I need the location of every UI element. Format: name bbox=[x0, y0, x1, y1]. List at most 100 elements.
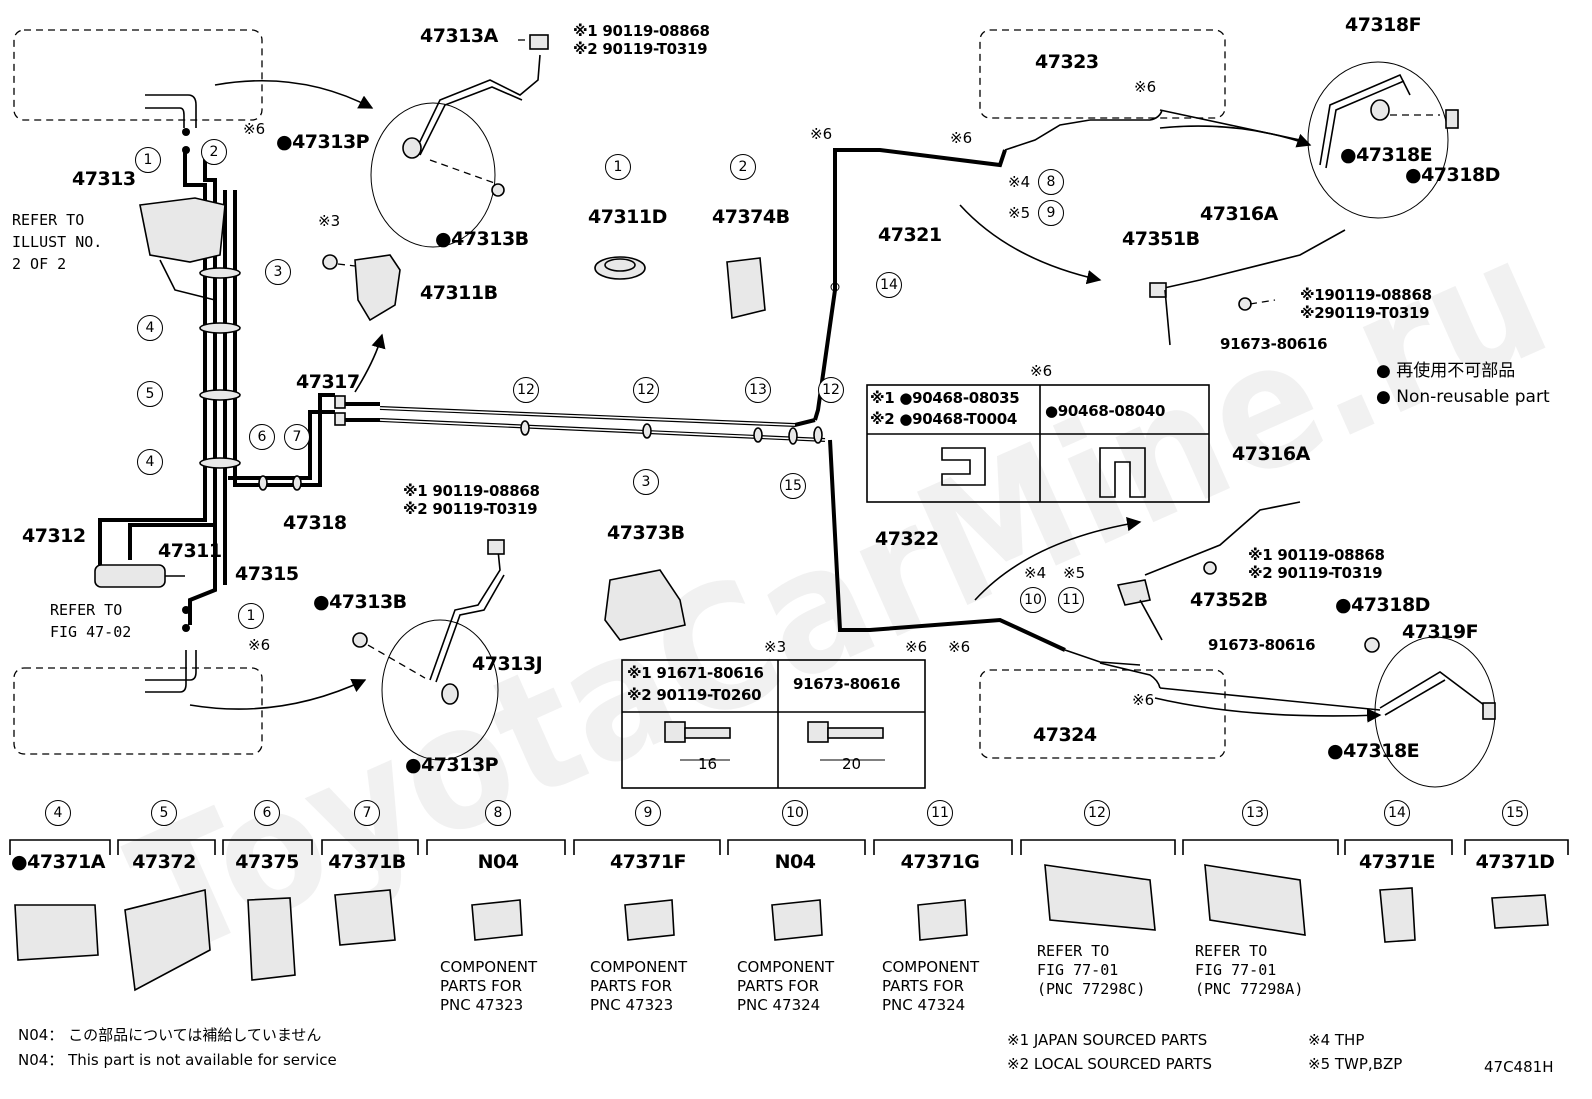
wheel-area-bottom-left bbox=[13, 667, 263, 755]
bottom-callout: 10 bbox=[782, 800, 808, 826]
bottom-part-label: 47371F bbox=[609, 851, 687, 873]
part-label: 47316A bbox=[1232, 443, 1310, 465]
bottom-note-line: PNC 47324 bbox=[737, 996, 821, 1014]
callout: 10 bbox=[1020, 587, 1046, 613]
bottom-callout: 8 bbox=[485, 800, 511, 826]
bottom-row-frame bbox=[9, 839, 1569, 855]
callout: 4 bbox=[137, 449, 163, 475]
part-label: ●47313B bbox=[435, 228, 529, 250]
abs-sensor-wire-top bbox=[1154, 229, 1346, 291]
part-label: 47322 bbox=[875, 528, 939, 550]
bottom-part-label: N04 bbox=[774, 851, 816, 873]
bottom-note-line: PARTS FOR bbox=[737, 977, 819, 995]
part-label: 47318 bbox=[283, 512, 347, 534]
callout: 12 bbox=[513, 377, 539, 403]
bottom-note-line: COMPONENT bbox=[737, 958, 835, 976]
table3-title: ※3 bbox=[764, 638, 787, 656]
bottom-note-line: COMPONENT bbox=[882, 958, 980, 976]
code-label: ※1 90119-08868 bbox=[1248, 546, 1385, 564]
callout: 1 bbox=[135, 147, 161, 173]
callout: 4 bbox=[137, 315, 163, 341]
callout: 12 bbox=[818, 377, 844, 403]
callout: 15 bbox=[780, 473, 806, 499]
bottom-note-line: (PNC 77298A) bbox=[1195, 980, 1304, 998]
table6-cell: ※1 ●90468-08035 bbox=[870, 389, 1020, 407]
clamp-47374b bbox=[726, 257, 766, 319]
bottom-callout: 14 bbox=[1384, 800, 1410, 826]
callout: 11 bbox=[1058, 587, 1084, 613]
bottom-part-label: 47371D bbox=[1475, 851, 1555, 873]
mark-4: ※4 bbox=[1008, 173, 1031, 191]
table6-title: ※6 bbox=[1030, 362, 1053, 380]
table6-cell: ●90468-08040 bbox=[1045, 402, 1166, 420]
code-label: ※2 90119-T0319 bbox=[573, 40, 708, 58]
table3-cell: ※1 91671-80616 bbox=[627, 664, 764, 682]
callout: 2 bbox=[730, 154, 756, 180]
callout: 5 bbox=[137, 381, 163, 407]
bottom-part-label: 47372 bbox=[132, 851, 196, 873]
bottom-note-line: PARTS FOR bbox=[440, 977, 522, 995]
bottom-note-line: COMPONENT bbox=[440, 958, 538, 976]
part-label: 91673-80616 bbox=[1220, 335, 1328, 353]
table3-dim: 16 bbox=[698, 755, 718, 773]
arrow-to-rear-left bbox=[189, 678, 367, 710]
mark-6: ※6 bbox=[948, 638, 971, 656]
refer-fig-line2: FIG 47-02 bbox=[50, 623, 132, 641]
figure-id: 47C481H bbox=[1484, 1058, 1554, 1076]
front-right-caliper-circle bbox=[1307, 61, 1449, 219]
wheel-area-top-left bbox=[13, 29, 263, 121]
code-label: ※190119-08868 bbox=[1300, 286, 1432, 304]
callout: 13 bbox=[745, 377, 771, 403]
bottom-callout: 7 bbox=[354, 800, 380, 826]
mark-6: ※6 bbox=[248, 636, 271, 654]
part-label: 47311D bbox=[588, 206, 667, 228]
bottom-callout: 9 bbox=[635, 800, 661, 826]
legend-non-reusable-jp: ● 再使用不可部品 bbox=[1376, 361, 1516, 381]
part-label: 47352B bbox=[1190, 589, 1268, 611]
bottom-note-line: PARTS FOR bbox=[590, 977, 672, 995]
bottom-callout: 15 bbox=[1502, 800, 1528, 826]
bottom-callout: 5 bbox=[151, 800, 177, 826]
part-label: ●47318E bbox=[1340, 144, 1433, 166]
part-label: 47318F bbox=[1345, 14, 1422, 36]
footnote-n04-en: N04： This part is not available for serv… bbox=[18, 1051, 337, 1069]
callout: 8 bbox=[1038, 169, 1064, 195]
bottom-note-line: PARTS FOR bbox=[882, 977, 964, 995]
bottom-note-line: FIG 77-01 bbox=[1037, 961, 1119, 979]
bottom-callout: 13 bbox=[1242, 800, 1268, 826]
part-label: 47319F bbox=[1402, 621, 1479, 643]
code-label: ※2 90119-T0319 bbox=[403, 500, 538, 518]
bracket-47311b bbox=[354, 254, 401, 322]
mark-6: ※6 bbox=[950, 129, 973, 147]
part-label: 47313 bbox=[72, 168, 136, 190]
part-label: ●47318E bbox=[1327, 740, 1420, 762]
callout: 1 bbox=[238, 603, 264, 629]
callout: 6 bbox=[249, 424, 275, 450]
part-label: 47312 bbox=[22, 525, 86, 547]
part-label: 47313J bbox=[472, 653, 543, 675]
table6-cell: ※2 ●90468-T0004 bbox=[870, 410, 1018, 428]
table-clips-box bbox=[866, 384, 1210, 503]
legend-non-reusable-en: ● Non-reusable part bbox=[1376, 387, 1550, 407]
part-label: 47324 bbox=[1033, 724, 1097, 746]
refer-illust-line2: ILLUST NO. bbox=[12, 233, 103, 251]
part-label: ●47318D bbox=[1335, 594, 1430, 616]
callout: 7 bbox=[284, 424, 310, 450]
bottom-part-label: 47371G bbox=[900, 851, 980, 873]
part-label: 91673-80616 bbox=[1208, 636, 1316, 654]
table-bolts-box bbox=[621, 659, 926, 789]
mark-4: ※4 bbox=[1024, 564, 1047, 582]
bottom-note-line: COMPONENT bbox=[590, 958, 688, 976]
code-label: ※1 90119-08868 bbox=[403, 482, 540, 500]
rear-right-caliper-circle bbox=[1374, 636, 1496, 788]
bottom-note-line: PNC 47324 bbox=[882, 996, 966, 1014]
part-label: ●47313B bbox=[313, 591, 407, 613]
callout: 9 bbox=[1038, 200, 1064, 226]
footnote-local-sourced: ※2 LOCAL SOURCED PARTS bbox=[1007, 1055, 1212, 1073]
mark-5: ※5 bbox=[1008, 204, 1031, 222]
part-label: 47323 bbox=[1035, 51, 1099, 73]
part-label: 47316A bbox=[1200, 203, 1278, 225]
proportioning-valve bbox=[94, 564, 166, 588]
bottom-callout: 12 bbox=[1084, 800, 1110, 826]
vertical-brake-pipe-bundle bbox=[98, 150, 335, 625]
